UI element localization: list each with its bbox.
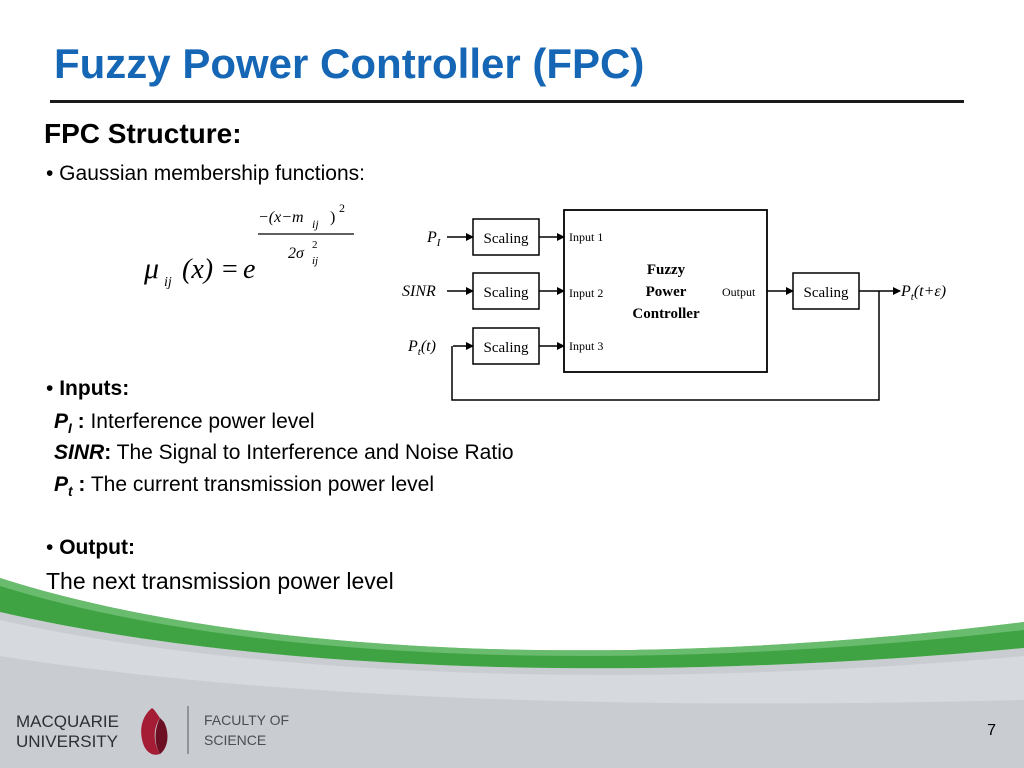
input-item-pi: PI : Interference power level [54,410,315,436]
scaling-block-3-label: Scaling [484,340,529,356]
scaling-block-2-label: Scaling [484,285,529,301]
controller-label-line3: Controller [632,306,700,322]
formula-equals: = [222,254,238,285]
formula-mu-sub: ij [164,275,172,290]
output-bullet: • [46,536,54,559]
port-input-3: Input 3 [569,339,603,353]
formula-denominator-exp: 2 [312,239,318,251]
output-heading-line: • Output: [46,536,135,560]
formula-denominator: 2σ [288,245,305,262]
output-scaling-block-label: Scaling [804,285,849,301]
formula-base-e: e [243,254,255,285]
input-item-pt-sub: t [68,484,73,500]
input-item-sinr-term: SINR [54,441,105,464]
port-input-2: Input 2 [569,286,603,300]
faculty-name-line1: FACULTY OF [204,712,289,728]
green-swoosh-highlight [0,578,1024,657]
scaling-block-2 [472,272,540,310]
formula-numerator-exp: 2 [339,201,345,215]
port-output: Output [722,285,756,299]
formula-arg: (x) [182,254,213,285]
lighthouse-emblem-icon [141,708,175,755]
scaling-block-3 [472,327,540,365]
slide-title: Fuzzy Power Controller (FPC) [54,40,645,87]
inputs-heading: Inputs: [59,377,130,400]
input-item-sinr-sep: : [104,441,112,464]
input-label-sinr: SINR [402,283,436,300]
input-item-pt-sep: : [72,473,86,496]
controller-label-line1: Fuzzy [647,262,686,278]
fpc-block-diagram: PI SINR Pt(t) Scaling Scaling Scaling In… [402,209,946,401]
controller-label-line2: Power [646,284,687,300]
output-description: The next transmission power level [46,568,394,594]
input-item-pi-sep: : [71,410,85,433]
output-heading: Output: [59,536,135,559]
university-name-line2: UNIVERSITY [16,732,118,751]
input-item-pi-desc: Interference power level [84,410,315,433]
gaussian-formula: μ ij (x) = e −(x−m ij ) 2 2σ 2 ij [143,201,354,290]
input-item-pt: Pt : The current transmission power leve… [54,473,434,499]
fuzzy-controller-block [563,209,768,373]
university-name-line1: MACQUARIE [16,712,119,731]
section-heading: FPC Structure: [44,118,242,149]
formula-denominator-sub: ij [312,255,318,267]
input-item-pt-term: P [54,473,69,496]
page-number: 7 [987,722,996,739]
macquarie-university-logo: MACQUARIE UNIVERSITY FACULTY OF SCIENCE [16,706,289,755]
faculty-name-line2: SCIENCE [204,732,266,748]
formula-numerator-close: ) [330,209,335,226]
inputs-heading-line: • Inputs: [46,377,129,401]
formula-numerator-sub: ij [312,217,319,231]
formula-numerator: −(x−m [258,209,304,226]
output-scaling-block [792,272,860,310]
scaling-block-1-label: Scaling [484,231,529,247]
footer-background-art [0,578,1024,768]
output-label: Pt(t+ε) [900,283,946,303]
input-item-sinr: SINR: The Signal to Interference and Noi… [54,441,514,465]
feedback-loop [451,291,880,401]
title-underline [50,100,964,103]
gaussian-bullet: • Gaussian membership functions: [46,162,365,185]
input-item-pi-sub: I [68,421,72,437]
input-item-sinr-desc: The Signal to Interference and Noise Rat… [111,441,514,464]
input-label-pt: Pt(t) [407,338,436,358]
input-item-pt-desc: The current transmission power level [85,473,434,496]
input-label-pi: PI [426,229,442,249]
inputs-bullet: • [46,377,54,400]
input-item-pi-term: P [54,410,69,433]
port-input-1: Input 1 [569,230,603,244]
formula-mu: μ [143,252,159,285]
grey-band-light [0,620,1024,704]
